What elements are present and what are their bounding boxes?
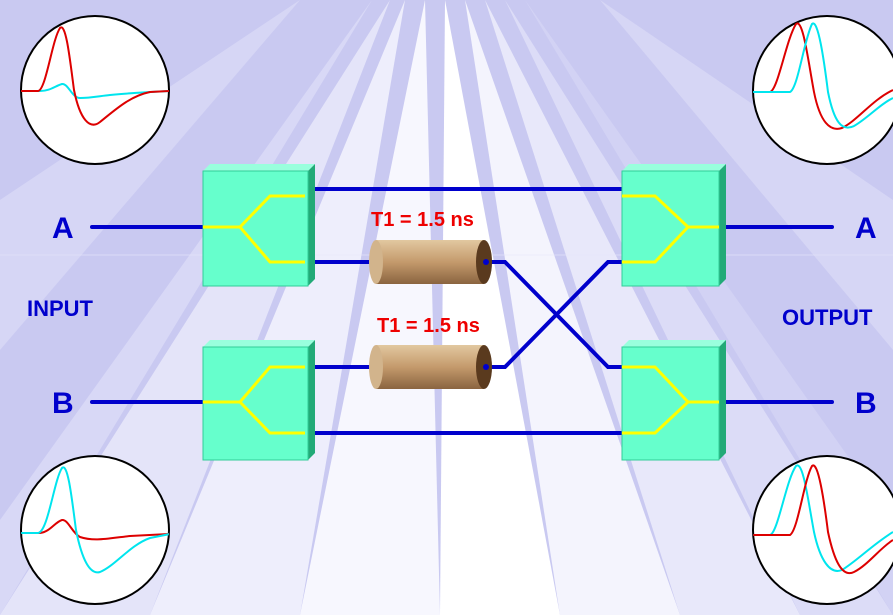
output-a-label: A: [855, 212, 877, 245]
scope-input-a: [20, 15, 170, 165]
trace-cyan: [21, 83, 169, 100]
input-b-label: B: [52, 387, 74, 420]
scope-input-b: [20, 455, 170, 605]
trace-red: [753, 22, 893, 130]
output-label: OUTPUT: [782, 305, 873, 330]
splitter-output-a: [621, 164, 726, 287]
trace-red: [21, 26, 169, 126]
trace-cyan: [753, 22, 893, 129]
trace-red: [21, 519, 169, 541]
delay-label-top: T1 = 1.5 ns: [371, 209, 474, 231]
cross-wire-up: [484, 260, 624, 369]
delay-cable-bottom: [369, 345, 492, 389]
delay-cable-top: [369, 240, 492, 284]
trace-cyan: [753, 464, 893, 572]
output-b-label: B: [855, 387, 877, 420]
scope-output-a: [752, 15, 893, 165]
input-label: INPUT: [27, 296, 94, 321]
splitter-input-b: [202, 340, 315, 461]
scope-output-b: [752, 455, 893, 605]
trace-red: [753, 464, 893, 575]
trace-cyan: [21, 466, 169, 574]
splitter-output-b: [621, 340, 726, 461]
input-a-label: A: [52, 212, 74, 245]
splitter-input-a: [202, 164, 315, 287]
delay-label-bottom: T1 = 1.5 ns: [377, 315, 480, 337]
wires: [90, 187, 834, 435]
